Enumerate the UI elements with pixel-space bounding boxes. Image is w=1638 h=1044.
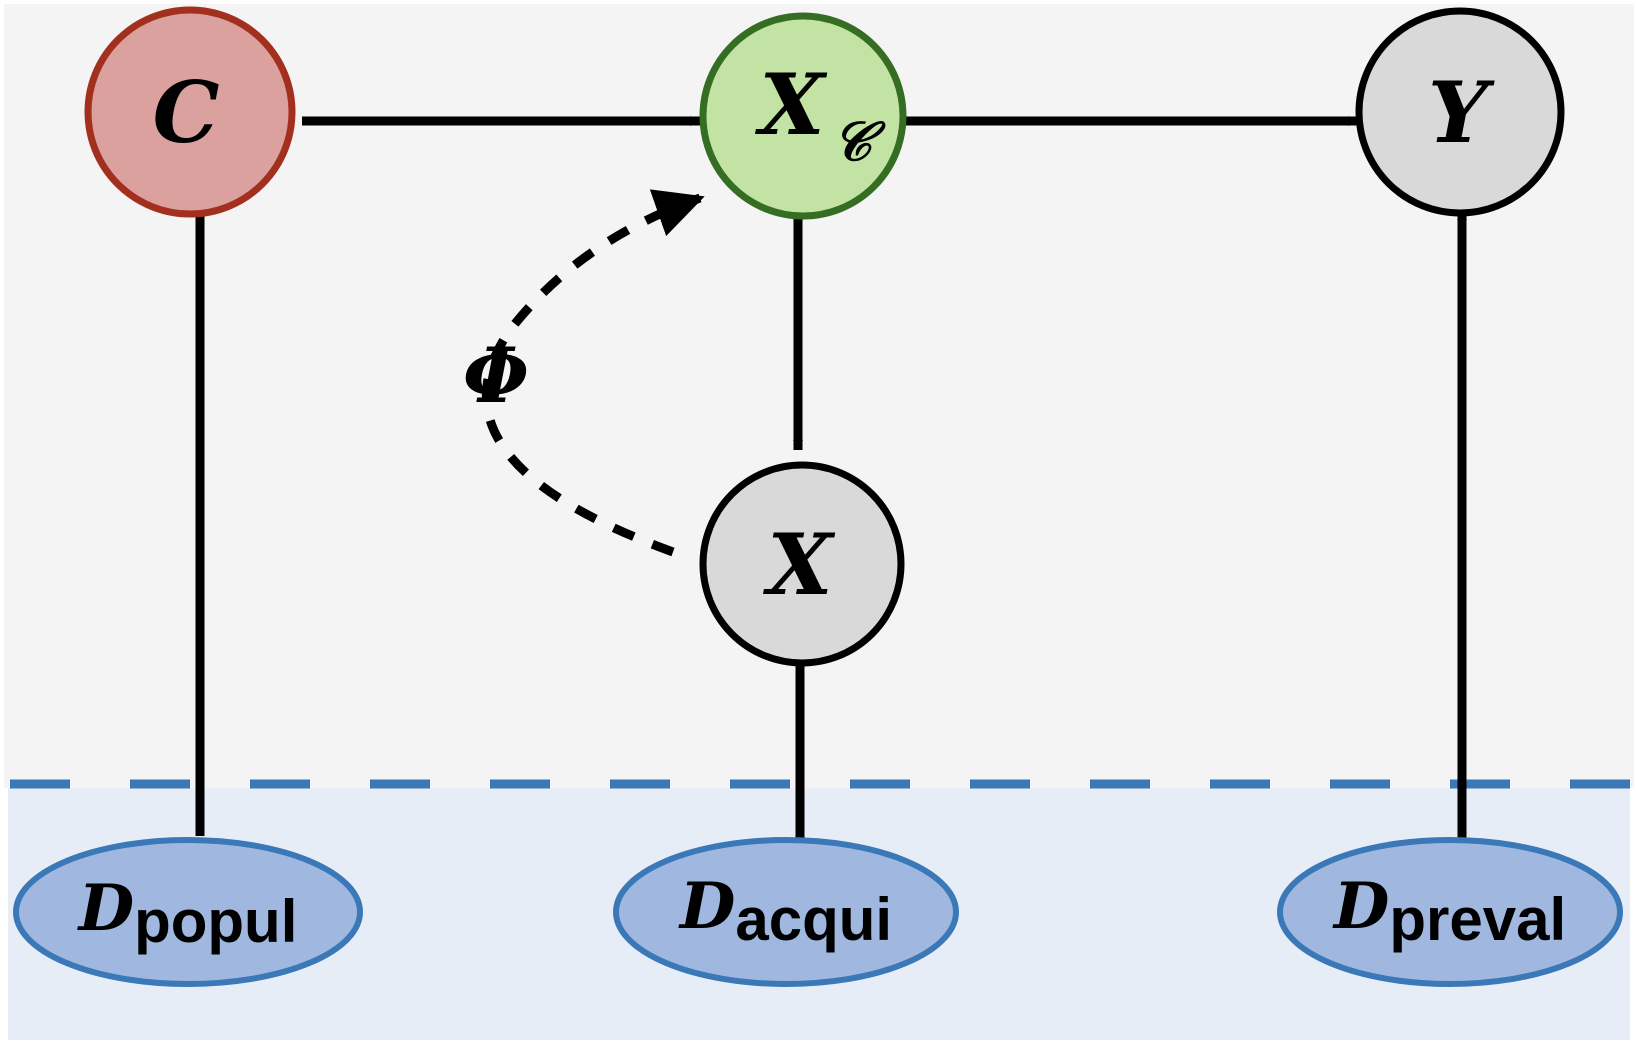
node-y-circle — [1355, 7, 1565, 217]
domain-preval-label: D — [1332, 869, 1390, 944]
node-x-concept-label: X — [754, 55, 827, 154]
domain-acqui-label: D — [678, 869, 736, 944]
domain-popul-text: Dpopul — [77, 871, 298, 955]
domain-preval-text: Dpreval — [1332, 869, 1566, 953]
domain-acqui: Dacqui — [613, 837, 959, 987]
domain-preval: Dpreval — [1277, 837, 1623, 987]
phi-label: Φ — [463, 331, 529, 420]
domain-preval-ellipse — [1277, 837, 1623, 987]
node-x-label: X — [762, 515, 835, 614]
edges — [195, 116, 1467, 840]
node-c-label: C — [153, 63, 220, 162]
domain-acqui-ellipse — [613, 837, 959, 987]
node-x-circle — [699, 461, 905, 667]
node-y: Y — [1355, 7, 1565, 217]
node-x-concept-circle — [699, 12, 907, 220]
node-c: C — [84, 6, 296, 218]
node-x: X — [699, 461, 905, 667]
domain-popul-subscript: popul — [134, 888, 297, 955]
domain-popul: Dpopul — [13, 837, 363, 987]
domain-preval-subscript: preval — [1389, 886, 1566, 953]
domain-acqui-text: Dacqui — [678, 869, 892, 953]
domain-acqui-subscript: acqui — [735, 886, 892, 953]
domain-popul-label: D — [77, 871, 135, 946]
edge-phi-mapping — [481, 189, 705, 557]
node-c-circle — [84, 6, 296, 218]
domain-popul-ellipse — [13, 837, 363, 987]
node-y-label: Y — [1428, 63, 1495, 162]
node-x-concept: X 𝒞 — [699, 12, 907, 220]
